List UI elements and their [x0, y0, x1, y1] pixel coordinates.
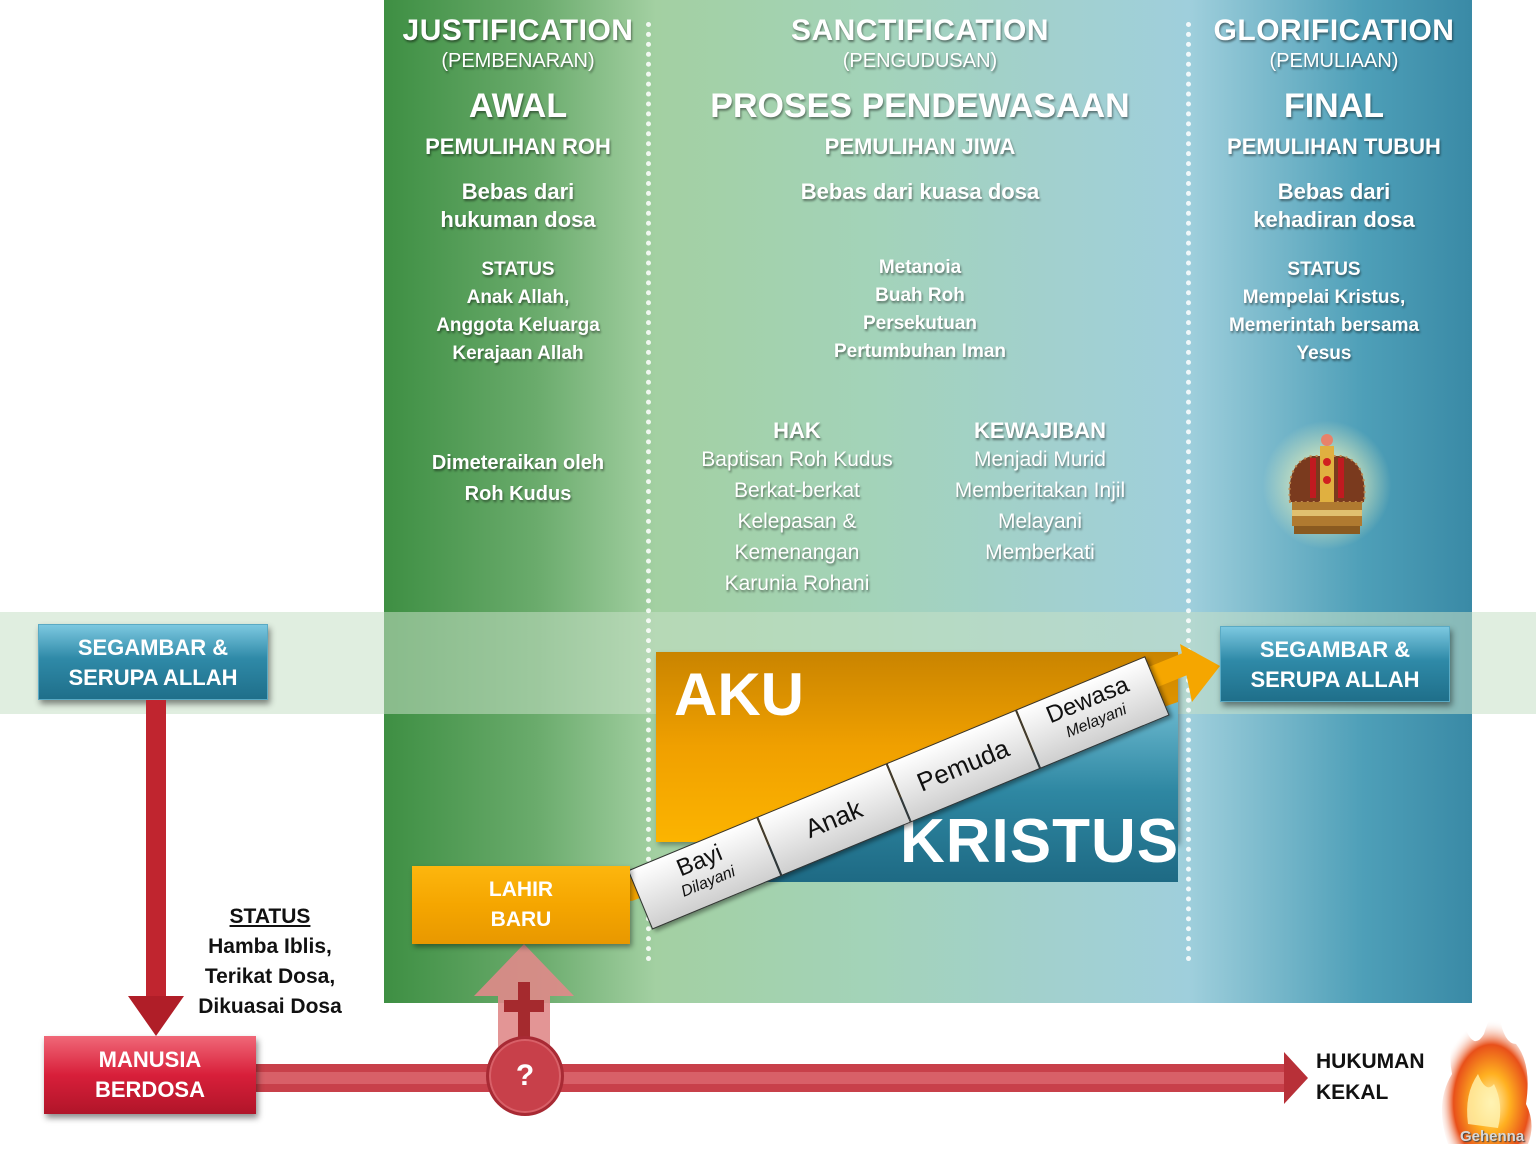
path-to-punishment-arrow [250, 1052, 1308, 1104]
duties-item: Memberitakan Injil [954, 479, 1126, 502]
salvation-arrow [474, 944, 574, 1054]
crown-icon [1288, 434, 1366, 534]
duties-item: Menjadi Murid [974, 448, 1106, 471]
status-label: STATUS [1287, 259, 1361, 280]
sinner-status: STATUS Hamba Iblis, Terikat Dosa, Dikuas… [190, 902, 350, 1022]
sinner-box: MANUSIA BERDOSA [44, 1036, 256, 1114]
status-line: Terikat Dosa, [204, 965, 336, 988]
status-line: Mempelai Kristus, [1242, 287, 1406, 308]
growth-item: Buah Roh [875, 285, 965, 306]
rights-label: HAK [773, 418, 821, 443]
self-label: AKU [674, 661, 804, 728]
phase-stage: PROSES PENDEWASAAN [710, 87, 1130, 125]
status-line: Hamba Iblis, [208, 935, 332, 958]
phase-divider-2 [1186, 22, 1197, 962]
label-line: KEKAL [1316, 1081, 1389, 1104]
box-line: BARU [490, 908, 552, 931]
new-birth-box: LAHIR BARU [412, 866, 630, 944]
label-line: HUKUMAN [1316, 1050, 1425, 1073]
rights-item: Karunia Rohani [724, 572, 870, 595]
box-line: SERUPA ALLAH [1250, 667, 1420, 692]
box-line: SEGAMBAR & [1259, 637, 1411, 662]
growth-item: Persekutuan [862, 313, 978, 334]
status-line: Dikuasai Dosa [198, 995, 342, 1018]
christ-label: KRISTUS [900, 807, 1180, 876]
phase-restoration: PEMULIHAN TUBUH [1227, 134, 1441, 159]
phase-sanctification: SANCTIFICATION (PENGUDUSAN) PROSES PENDE… [660, 14, 1180, 366]
duties-label: KEWAJIBAN [973, 418, 1106, 443]
status-label: STATUS [481, 259, 555, 280]
eternal-punishment-label: HUKUMAN KEKAL [1316, 1046, 1425, 1108]
phase-title: JUSTIFICATION [402, 14, 634, 47]
status-line: Anak Allah, [466, 287, 570, 308]
fall-arrow [128, 700, 184, 1036]
rights-item: Kelepasan & [737, 510, 857, 533]
image-of-god-end: SEGAMBAR & SERUPA ALLAH [1220, 626, 1450, 702]
duties-item: Melayani [997, 510, 1083, 533]
phase-glorification: GLORIFICATION (PEMULIAAN) FINAL PEMULIHA… [1196, 14, 1472, 368]
phase-title: SANCTIFICATION [790, 14, 1050, 47]
status-line: Memerintah bersama [1228, 315, 1420, 336]
freedom-line: Bebas dari kuasa dosa [800, 179, 1040, 204]
status-label: STATUS [229, 905, 311, 928]
fire-icon [1441, 1006, 1532, 1144]
status-line: Yesus [1296, 343, 1352, 364]
box-line: MANUSIA [98, 1047, 202, 1072]
phase-stage: AWAL [468, 87, 568, 125]
phase-title: GLORIFICATION [1213, 14, 1455, 47]
phase-subtitle: (PEMBENARAN) [441, 50, 595, 72]
fire-caption: Gehenna [1460, 1128, 1525, 1145]
rights-item: Berkat-berkat [733, 479, 861, 502]
growth-item: Pertumbuhan Iman [833, 341, 1007, 362]
phase-divider-1 [646, 22, 657, 962]
status-line: Anggota Keluarga [436, 315, 600, 336]
phase-restoration: PEMULIHAN JIWA [824, 134, 1016, 159]
box-line: BERDOSA [94, 1077, 205, 1102]
box-line: LAHIR [488, 878, 554, 901]
freedom-line: Bebas dari [461, 179, 575, 204]
phase-justification: JUSTIFICATION (PEMBENARAN) AWAL PEMULIHA… [390, 14, 646, 510]
rights-item: Kemenangan [734, 541, 860, 564]
box-line: SERUPA ALLAH [68, 665, 238, 690]
freedom-line: hukuman dosa [440, 207, 596, 232]
seal-line: Roh Kudus [464, 483, 572, 505]
phase-stage: FINAL [1283, 87, 1385, 125]
image-of-god-start: SEGAMBAR & SERUPA ALLAH [38, 624, 268, 700]
rights-item: Baptisan Roh Kudus [701, 448, 893, 471]
decision-circle[interactable]: ? [486, 1036, 564, 1116]
growth-item: Metanoia [878, 257, 962, 278]
status-line: Kerajaan Allah [452, 343, 584, 364]
freedom-line: Bebas dari [1277, 179, 1391, 204]
phase-restoration: PEMULIHAN ROH [425, 134, 611, 159]
duties-list: KEWAJIBAN Menjadi Murid Memberitakan Inj… [930, 418, 1150, 568]
phase-subtitle: (PEMULIAAN) [1269, 50, 1399, 72]
phase-subtitle: (PENGUDUSAN) [842, 50, 998, 72]
rights-list: HAK Baptisan Roh Kudus Berkat-berkat Kel… [680, 418, 914, 599]
seal-line: Dimeteraikan oleh [431, 452, 605, 474]
freedom-line: kehadiran dosa [1253, 207, 1415, 232]
box-line: SEGAMBAR & [77, 635, 229, 660]
duties-item: Memberkati [985, 541, 1095, 564]
